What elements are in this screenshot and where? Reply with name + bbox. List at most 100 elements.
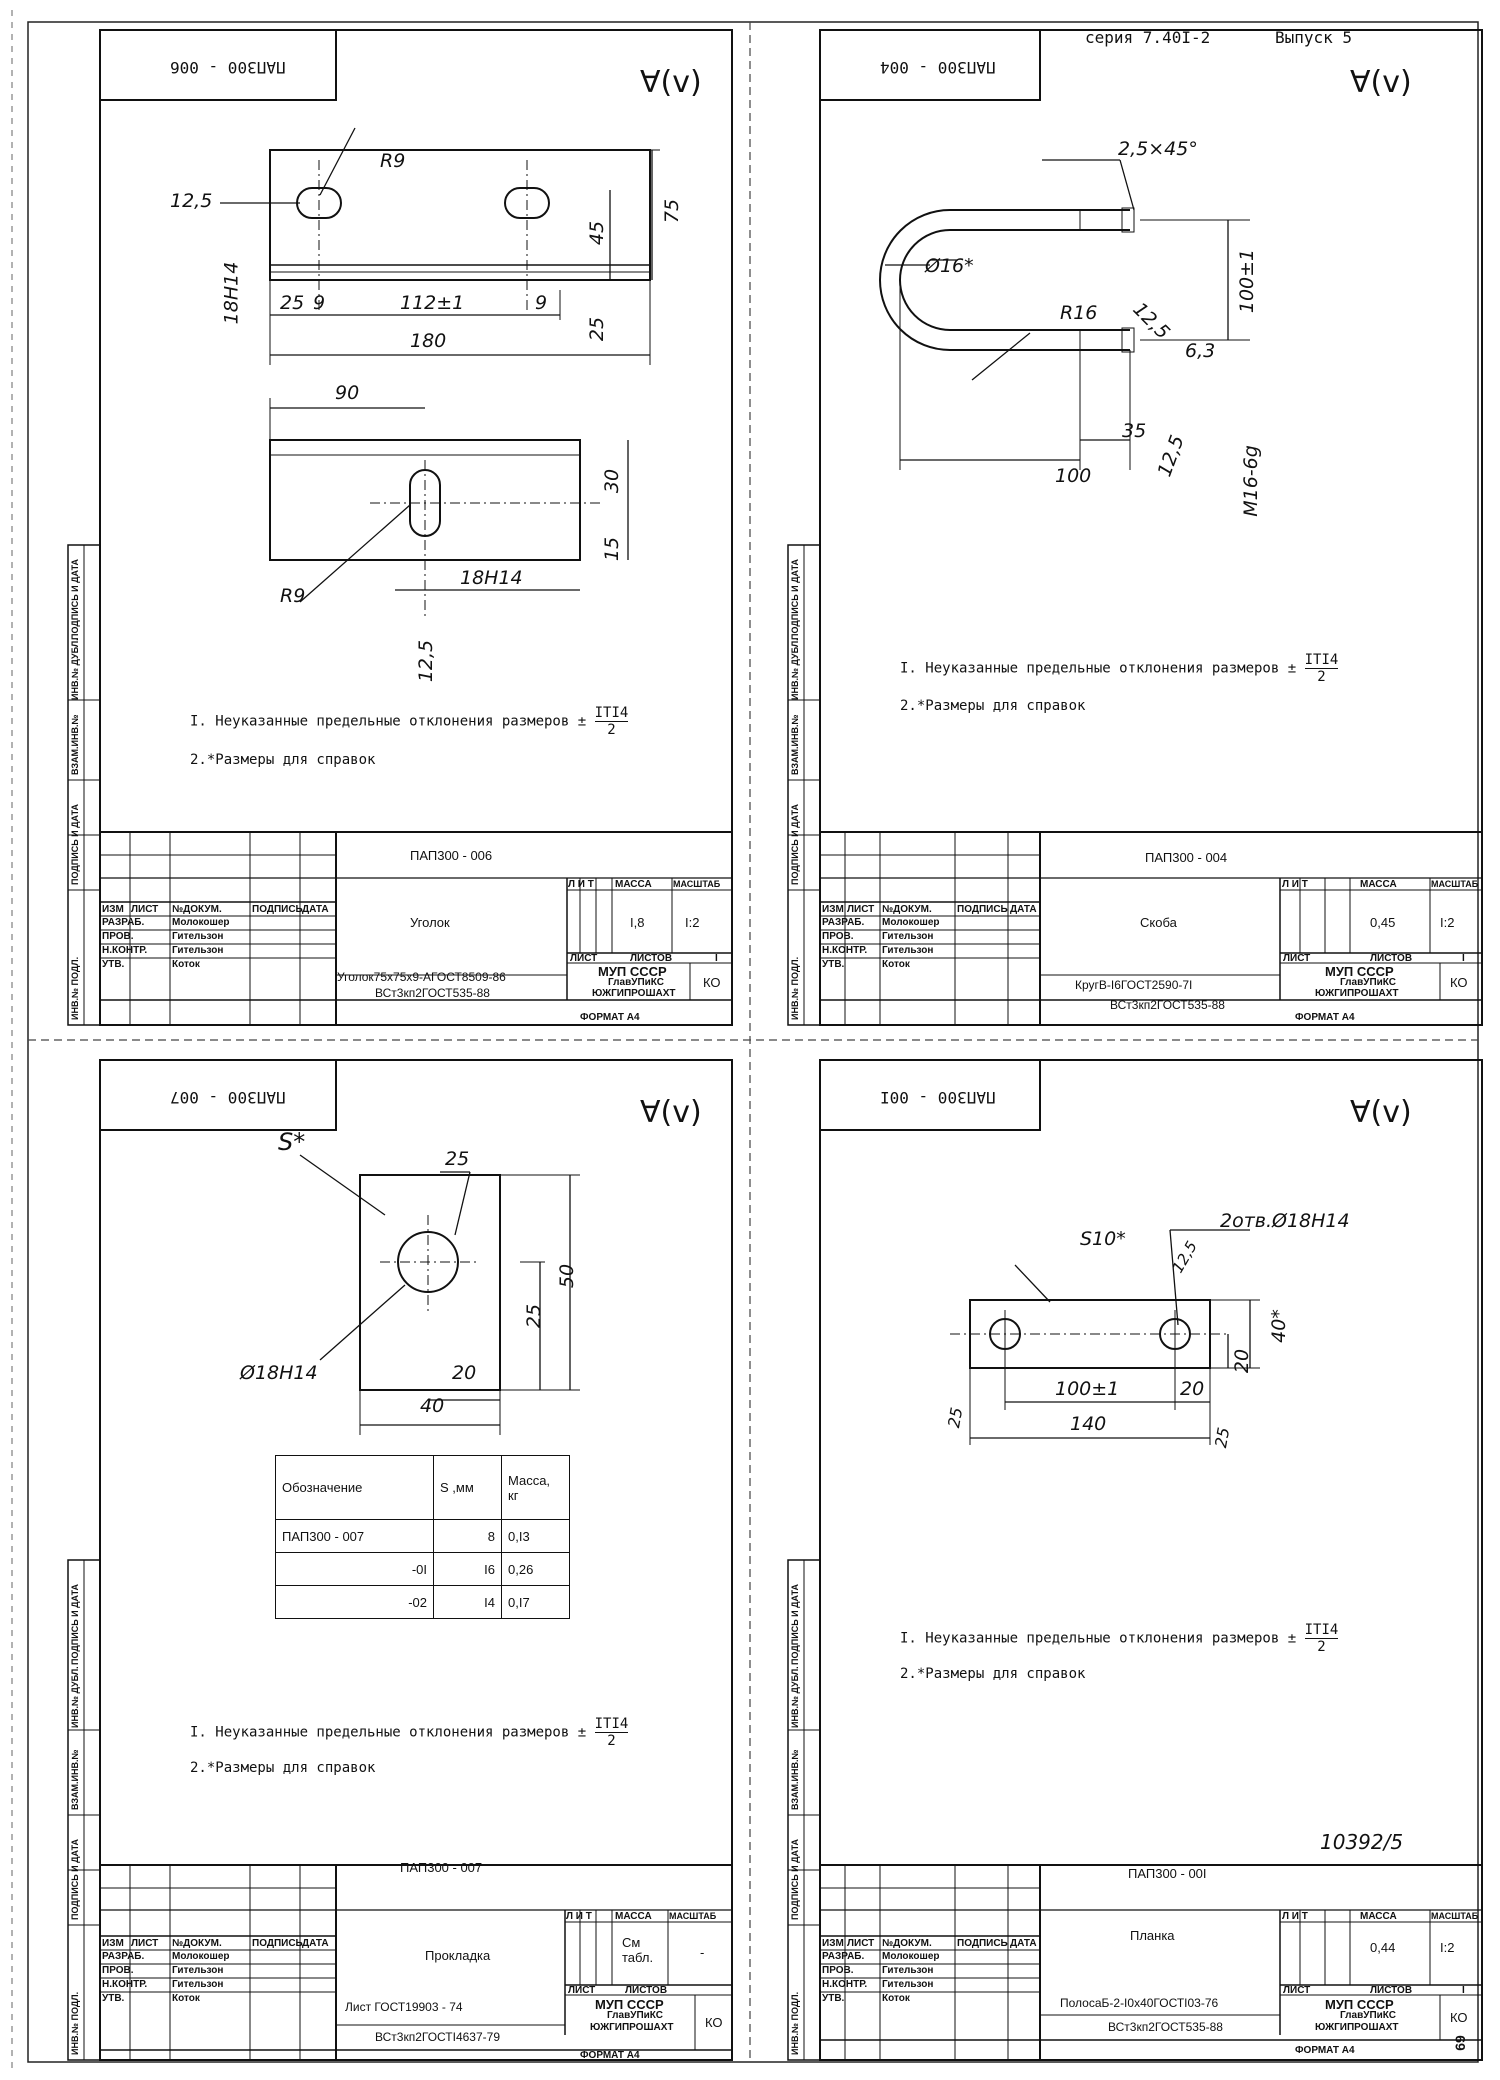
note-frac-num: ITI4 (1304, 1622, 1339, 1639)
hdr-lit: Л И Т (1282, 1911, 1308, 1922)
dim-label: 6,3 (1185, 340, 1216, 362)
dim-label: 30 (601, 468, 624, 494)
roughness-symbol: ∀(v) (640, 65, 702, 100)
scale-value: I:2 (1440, 1940, 1455, 1955)
margin-label: ИНВ.№ ДУБЛ. (790, 638, 800, 700)
dim-label: 140 (1070, 1413, 1107, 1435)
dim-label: 20 (1231, 1348, 1254, 1374)
variants-table: Обозначение S ,мм Масса, кг ПАП300 - 007… (275, 1455, 570, 1619)
sheet-code-rotated: ПАП300 - 006 (170, 58, 286, 77)
part-name: Прокладка (425, 1948, 491, 1963)
hdr-sign: ПОДПИСЬ (252, 1938, 303, 1949)
org-line2: ГлавУПиКС (1340, 977, 1396, 988)
part-name: Планка (1130, 1928, 1175, 1943)
dim-label: 180 (410, 330, 447, 352)
role-name: Молокошер (172, 1951, 230, 1962)
dim-label: 12,5 (170, 190, 213, 212)
dim-label: 100±1 (1055, 1378, 1120, 1400)
dim-label: 100±1 (1236, 248, 1259, 314)
note-frac-num: ITI4 (594, 1716, 629, 1733)
margin-label: ИНВ.№ ПОДЛ. (70, 1991, 80, 2055)
role: Н.КОНТР. (102, 1979, 148, 1990)
hdr-sheets: ЛИСТОВ (625, 1985, 668, 1996)
hdr-izm: ИЗМ (102, 904, 124, 915)
note-2: 2.*Размеры для справок (190, 1760, 376, 1776)
format-label: ФОРМАТ А4 (580, 1012, 640, 1023)
margin-label: ВЗАМ.ИНВ.№ (70, 1749, 80, 1810)
dim-label: 15 (601, 536, 624, 562)
sheet-code-rotated: ПАП300 - 004 (880, 58, 996, 77)
hdr-mass: МАССА (1360, 1911, 1397, 1922)
dim-label: 25 (445, 1148, 470, 1170)
margin-label: ИНВ.№ ДУБЛ. (70, 638, 80, 700)
margin-label: ИНВ.№ ПОДЛ. (790, 956, 800, 1020)
dim-label: M16-6g (1239, 445, 1262, 517)
hdr-list: ЛИСТ (131, 904, 159, 915)
title-code: ПАП300 - 007 (400, 1860, 483, 1875)
hdr-sign: ПОДПИСЬ (957, 1938, 1008, 1949)
table-row: ПАП300 - 007 8 0,I3 (275, 1519, 570, 1553)
margin-label: ВЗАМ.ИНВ.№ (790, 714, 800, 775)
hdr-sheet: ЛИСТ (1283, 1985, 1311, 1996)
role-name: Гительзон (882, 945, 934, 956)
dim-label: 18H14 (220, 261, 243, 325)
hdr-ndoc: №ДОКУМ. (882, 1938, 932, 1949)
material-2: ВСт3кп2ГОСТ535-88 (1108, 2020, 1223, 2034)
role-name: Молокошер (172, 917, 230, 928)
margin-label: ИНВ.№ ПОДЛ. (790, 1991, 800, 2055)
scale-value: I:2 (685, 915, 700, 930)
hdr-date: ДАТА (302, 904, 329, 915)
hdr-sheets: ЛИСТОВ (1370, 953, 1413, 964)
dim-label: 20 (1180, 1378, 1205, 1400)
sheet-number: I (715, 953, 718, 964)
dim-label: 2отв.Ø18H14 (1220, 1210, 1350, 1232)
margin-label: ИНВ.№ ПОДЛ. (70, 956, 80, 1020)
sheet-006: ПАП300 - 006 ∀(v) R9 12,5 18H14 75 45 25… (0, 0, 750, 1040)
org-line2: ГлавУПиКС (1340, 2010, 1396, 2021)
hdr-sheet: ЛИСТ (568, 1985, 596, 1996)
margin-label: ПОДПИСЬ И ДАТА (70, 558, 80, 640)
org-line3: ЮЖГИПРОШАХТ (590, 2022, 674, 2033)
margin-label: ПОДПИСЬ И ДАТА (790, 803, 800, 885)
note-2: 2.*Размеры для справок (900, 698, 1086, 714)
sheet-code-rotated: ПАП300 - 00I (880, 1088, 996, 1107)
role-name: Гительзон (172, 1965, 224, 1976)
issue-label: Выпуск 5 (1275, 28, 1353, 47)
margin-label: ПОДПИСЬ И ДАТА (70, 1583, 80, 1665)
dim-label: 2,5×45° (1118, 138, 1198, 160)
org-line3: ЮЖГИПРОШАХТ (1315, 988, 1399, 999)
role: УТВ. (102, 959, 125, 970)
dim-label: S10* (1080, 1228, 1126, 1250)
title-code: ПАП300 - 004 (1145, 850, 1228, 865)
roughness-symbol: ∀(v) (640, 1095, 702, 1130)
org-line1: МУП СССР (1325, 964, 1394, 979)
dim-label: 20 (452, 1362, 477, 1384)
sheet-number: I (1462, 953, 1465, 964)
hdr-date: ДАТА (1010, 1938, 1037, 1949)
scale-value: - (700, 1945, 705, 1960)
hdr-sheets: ЛИСТОВ (1370, 1985, 1413, 1996)
hdr-sheet: ЛИСТ (570, 953, 598, 964)
dim-label: 100 (1055, 465, 1092, 487)
margin-label: ПОДПИСЬ И ДАТА (790, 558, 800, 640)
part-name: Скоба (1140, 915, 1177, 930)
role: Н.КОНТР. (822, 945, 868, 956)
role-name: Молокошер (882, 1951, 940, 1962)
margin-label: ПОДПИСЬ И ДАТА (790, 1838, 800, 1920)
hdr-list: ЛИСТ (847, 1938, 875, 1949)
note-2: 2.*Размеры для справок (900, 1666, 1086, 1682)
table-cell: I4 (433, 1585, 502, 1619)
org-line1: МУП СССР (598, 964, 667, 979)
hdr-izm: ИЗМ (822, 1938, 844, 1949)
org-line1: МУП СССР (1325, 1997, 1394, 2012)
role: РАЗРАБ. (102, 917, 145, 928)
hdr-izm: ИЗМ (102, 1938, 124, 1949)
note-1: I. Неуказанные предельные отклонения раз… (190, 705, 629, 738)
org-line3: ЮЖГИПРОШАХТ (592, 988, 676, 999)
role-name: Молокошер (882, 917, 940, 928)
hdr-ndoc: №ДОКУМ. (882, 904, 932, 915)
table-header: S ,мм (433, 1455, 502, 1520)
sheet-001: ПАП300 - 00I ∀(v) S10* 2отв.Ø18H14 12,5 … (750, 1040, 1500, 2080)
note-2: 2.*Размеры для справок (190, 752, 376, 768)
